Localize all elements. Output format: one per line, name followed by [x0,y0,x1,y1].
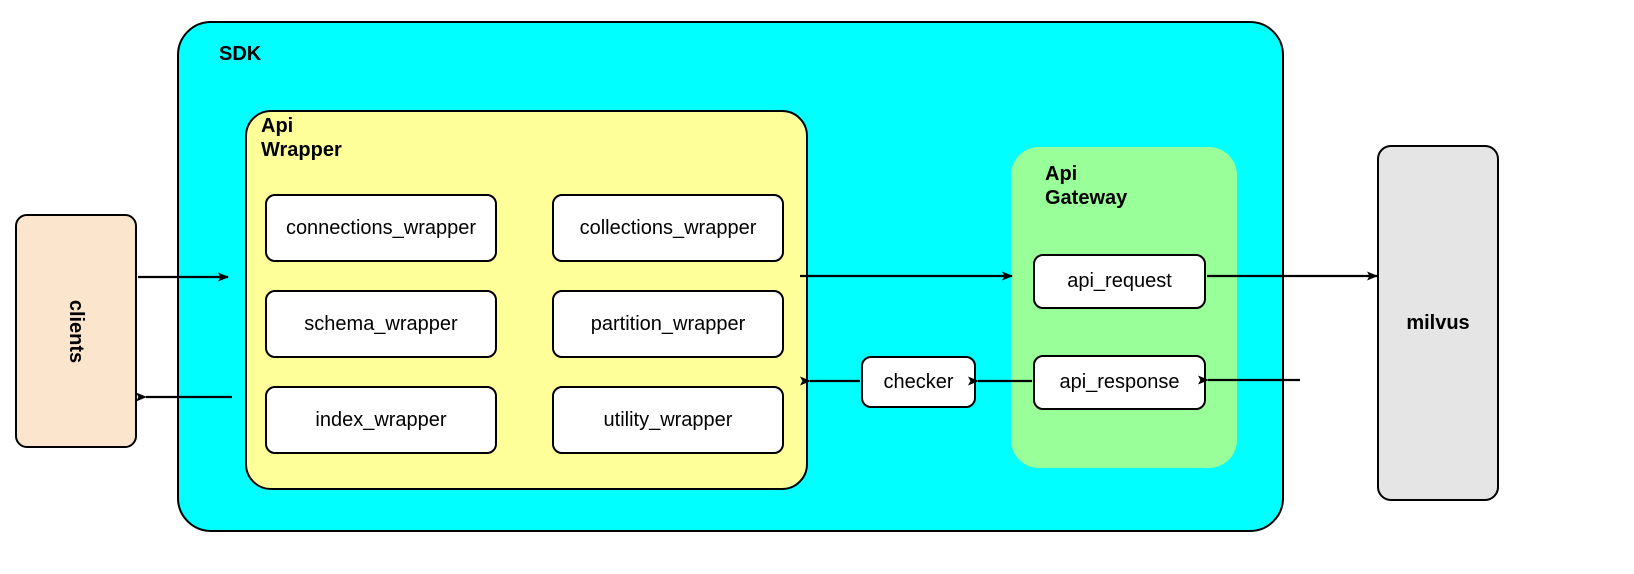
node-partition-wrapper[interactable]: partition_wrapper [552,290,784,358]
api-gateway-title: Api Gateway [1045,163,1128,209]
sdk-title: SDK [219,43,262,65]
node-connections-wrapper[interactable]: connections_wrapper [265,194,497,262]
clients-label: clients [65,299,88,363]
clients-node[interactable]: clients [15,214,137,448]
node-api-response[interactable]: api_response [1033,355,1206,410]
node-checker[interactable]: checker [861,356,976,408]
node-schema-wrapper[interactable]: schema_wrapper [265,290,497,358]
node-api-request[interactable]: api_request [1033,254,1206,309]
node-collections-wrapper[interactable]: collections_wrapper [552,194,784,262]
milvus-node[interactable]: milvus [1377,145,1499,501]
api-wrapper-title: Api Wrapper [261,115,342,161]
node-index-wrapper[interactable]: index_wrapper [265,386,497,454]
node-utility-wrapper[interactable]: utility_wrapper [552,386,784,454]
